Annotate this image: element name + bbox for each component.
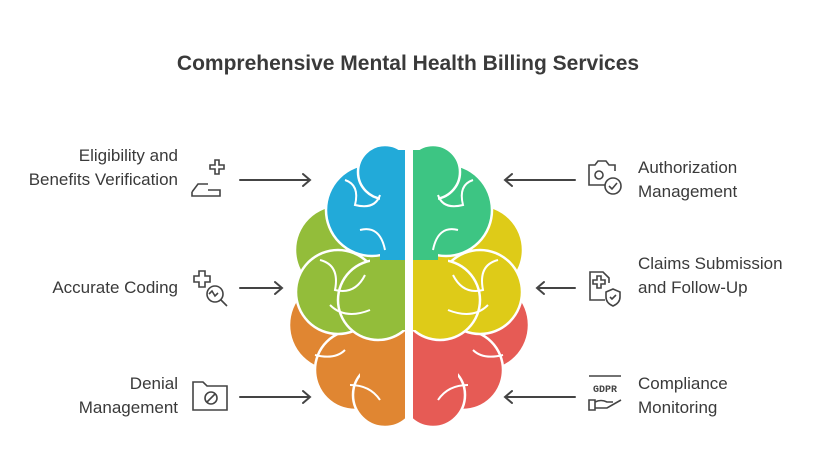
camera-check-icon xyxy=(588,160,622,195)
medical-document-icon xyxy=(191,159,225,197)
folder-denied-icon xyxy=(192,381,228,411)
label-claims: Claims Submission and Follow-Up xyxy=(638,254,783,297)
gdpr-hand-icon xyxy=(588,375,622,411)
label-eligibility: Eligibility and Benefits Verification xyxy=(28,146,178,189)
label-authorization: Authorization Management xyxy=(638,158,738,201)
document-shield-icon xyxy=(589,271,621,307)
label-coding: Accurate Coding xyxy=(52,278,178,297)
brain-region-blue xyxy=(324,143,405,260)
gdpr-icon-text: GDPR xyxy=(593,385,617,396)
label-compliance: Compliance Monitoring xyxy=(638,374,728,417)
arrow-authorization xyxy=(503,173,576,187)
arrow-compliance xyxy=(503,390,576,404)
diagram-title: Comprehensive Mental Health Billing Serv… xyxy=(176,52,640,75)
medical-analysis-icon xyxy=(193,270,228,307)
arrow-claims xyxy=(535,281,576,295)
label-denial: Denial Management xyxy=(78,374,178,417)
brain-region-green xyxy=(413,143,494,260)
arrow-eligibility xyxy=(239,173,312,187)
arrow-coding xyxy=(239,281,284,295)
arrow-denial xyxy=(239,390,312,404)
